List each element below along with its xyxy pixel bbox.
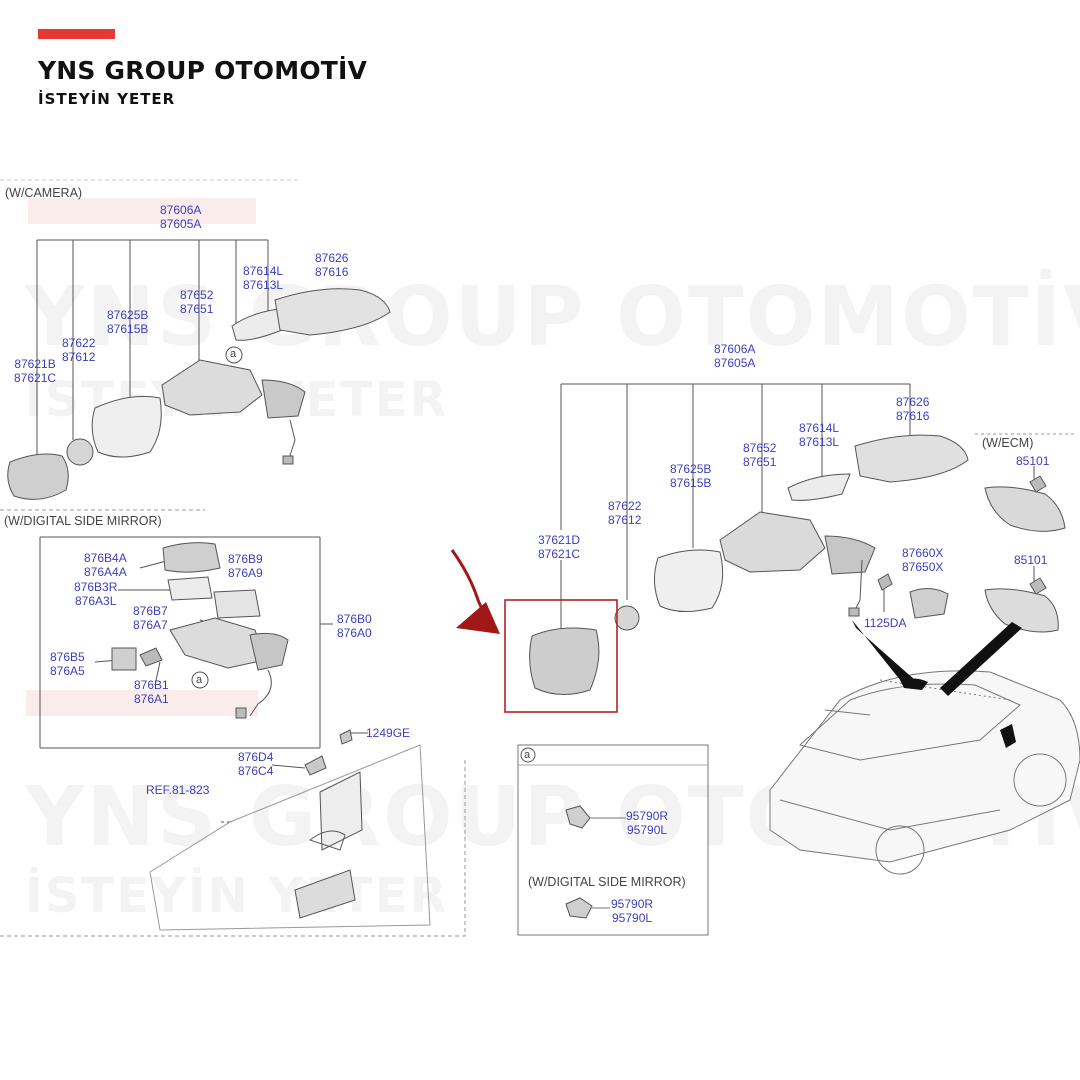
ref-label: REF.81-823 [146, 783, 210, 797]
callout-a: a [196, 674, 203, 686]
digital-side-mirror-caption: (W/DIGITAL SIDE MIRROR) [528, 875, 686, 889]
ecm-caption: (W/ECM) [982, 436, 1034, 450]
part-number-1249ge: 1249GE [366, 726, 411, 740]
digital-side-mirror-caption: (W/DIGITAL SIDE MIRROR) [4, 514, 162, 528]
part-number-1125da: 1125DA [864, 616, 907, 630]
callout-a: a [524, 749, 531, 761]
label-highlight [26, 690, 258, 716]
brand-accent-bar [38, 29, 115, 39]
brand-name: YNS GROUP OTOMOTİV [38, 56, 368, 85]
brand-tagline: İSTEYİN YETER [38, 90, 176, 108]
part-number-85101: 85101 [1016, 454, 1050, 468]
part-number-85101: 85101 [1014, 553, 1048, 567]
callout-a: a [230, 348, 237, 360]
camera-caption: (W/CAMERA) [5, 186, 83, 200]
highlight-box [504, 599, 618, 713]
label-highlight [28, 198, 256, 224]
